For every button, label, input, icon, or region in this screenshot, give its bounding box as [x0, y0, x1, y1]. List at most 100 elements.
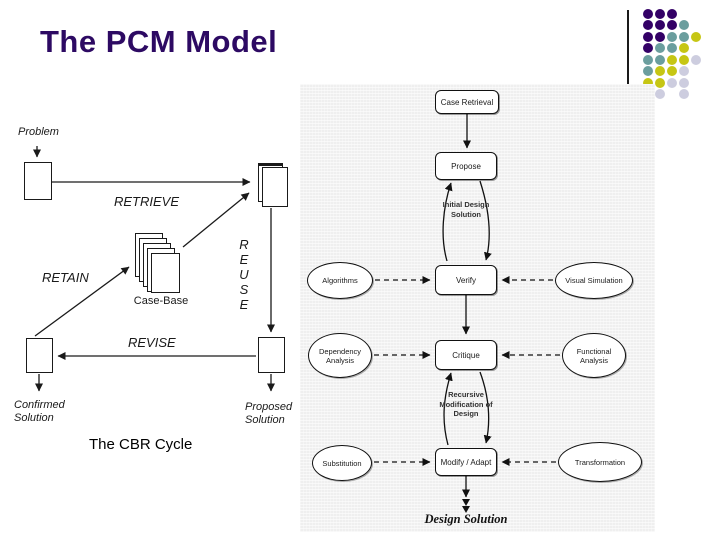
ellipse-transformation: Transformation	[558, 442, 642, 482]
node-modify-adapt: Modify / Adapt	[435, 448, 497, 476]
dot-cell	[666, 31, 678, 43]
dot-cell	[642, 20, 654, 32]
dot	[643, 8, 653, 19]
dot-cell	[666, 54, 678, 66]
dot	[643, 54, 653, 65]
dot	[667, 77, 677, 88]
revise-label: REVISE	[128, 335, 176, 350]
dot-cell	[678, 8, 690, 20]
dot-cell	[654, 8, 666, 20]
problem-box	[24, 162, 52, 200]
dot-cell	[690, 89, 702, 101]
ellipse-visual-simulation: Visual Simulation	[555, 262, 633, 299]
dot-cell	[642, 31, 654, 43]
dot-cell	[690, 31, 702, 43]
dot-cell	[642, 8, 654, 20]
dot	[655, 89, 665, 100]
dot	[667, 8, 677, 19]
dot	[679, 77, 689, 88]
recursive-modification-label: Recursive Modification of Design	[439, 390, 493, 418]
dot	[655, 54, 665, 65]
dot-cell	[666, 89, 678, 101]
proposed-solution-label: Proposed Solution	[245, 401, 293, 426]
dot-cell	[690, 54, 702, 66]
dot	[679, 54, 689, 65]
dot-cell	[678, 89, 690, 101]
dot	[667, 20, 677, 31]
dot	[679, 43, 689, 54]
dot-cell	[690, 8, 702, 20]
problem-label: Problem	[18, 126, 59, 138]
node-propose: Propose	[435, 152, 497, 180]
dot-cell	[654, 77, 666, 89]
dot	[691, 54, 701, 65]
dot	[643, 66, 653, 77]
dot-cell	[654, 31, 666, 43]
dot-cell	[666, 77, 678, 89]
dot-cell	[666, 8, 678, 20]
node-critique: Critique	[435, 340, 497, 370]
dot	[667, 66, 677, 77]
dot	[643, 20, 653, 31]
dot-cell	[666, 20, 678, 32]
dot	[679, 31, 689, 42]
dot	[655, 66, 665, 77]
dot-cell	[642, 66, 654, 78]
dot	[667, 43, 677, 54]
case-base-label: Case-Base	[133, 295, 189, 307]
page-front	[262, 167, 288, 207]
case-page	[151, 253, 180, 293]
dot-cell	[642, 43, 654, 55]
dot-cell	[642, 77, 654, 89]
pcm-flowchart-panel: Case Retrieval Propose Verify Critique M…	[300, 84, 655, 532]
dot	[691, 31, 701, 42]
decoration-vertical-line	[627, 10, 629, 86]
dot	[655, 43, 665, 54]
dot	[643, 77, 653, 88]
dot-cell	[678, 77, 690, 89]
dot-cell	[678, 54, 690, 66]
design-solution-label: Design Solution	[424, 512, 508, 526]
confirmed-solution-box	[26, 338, 53, 373]
dot	[655, 20, 665, 31]
dot-cell	[690, 20, 702, 32]
dot	[679, 66, 689, 77]
dot-cell	[690, 43, 702, 55]
dot	[667, 31, 677, 42]
dot	[679, 20, 689, 31]
dot-cell	[666, 43, 678, 55]
dot-cell	[642, 54, 654, 66]
dot	[655, 77, 665, 88]
dot	[643, 43, 653, 54]
slide-title: The PCM Model	[40, 24, 278, 59]
dot-cell	[678, 20, 690, 32]
node-case-retrieval: Case Retrieval	[435, 90, 499, 114]
dot	[655, 8, 665, 19]
dot-cell	[654, 66, 666, 78]
dot	[667, 54, 677, 65]
ellipse-functional-analysis: Functional Analysis	[562, 333, 626, 378]
dot-cell	[678, 31, 690, 43]
retrieve-label: RETRIEVE	[114, 194, 180, 209]
dot-cell	[666, 66, 678, 78]
dot	[643, 31, 653, 42]
dot-cell	[690, 77, 702, 89]
dot-cell	[654, 20, 666, 32]
node-verify: Verify	[435, 265, 497, 295]
reuse-label: REUSE	[239, 237, 249, 312]
decoration-dot-grid	[642, 8, 702, 100]
dot-cell	[654, 54, 666, 66]
ellipse-substitution: Substitution	[312, 445, 372, 481]
cbr-cycle-caption: The CBR Cycle	[89, 436, 193, 453]
ellipse-algorithms: Algorithms	[307, 262, 373, 299]
dot-cell	[654, 43, 666, 55]
retain-label: RETAIN	[42, 270, 89, 285]
dot-cell	[690, 66, 702, 78]
dot-cell	[678, 43, 690, 55]
dot	[679, 89, 689, 100]
initial-design-solution-label: Initial Design Solution	[442, 200, 490, 219]
proposed-solution-box	[258, 337, 285, 373]
ellipse-dependency-analysis: Dependency Analysis	[308, 333, 372, 378]
dot-cell	[654, 89, 666, 101]
